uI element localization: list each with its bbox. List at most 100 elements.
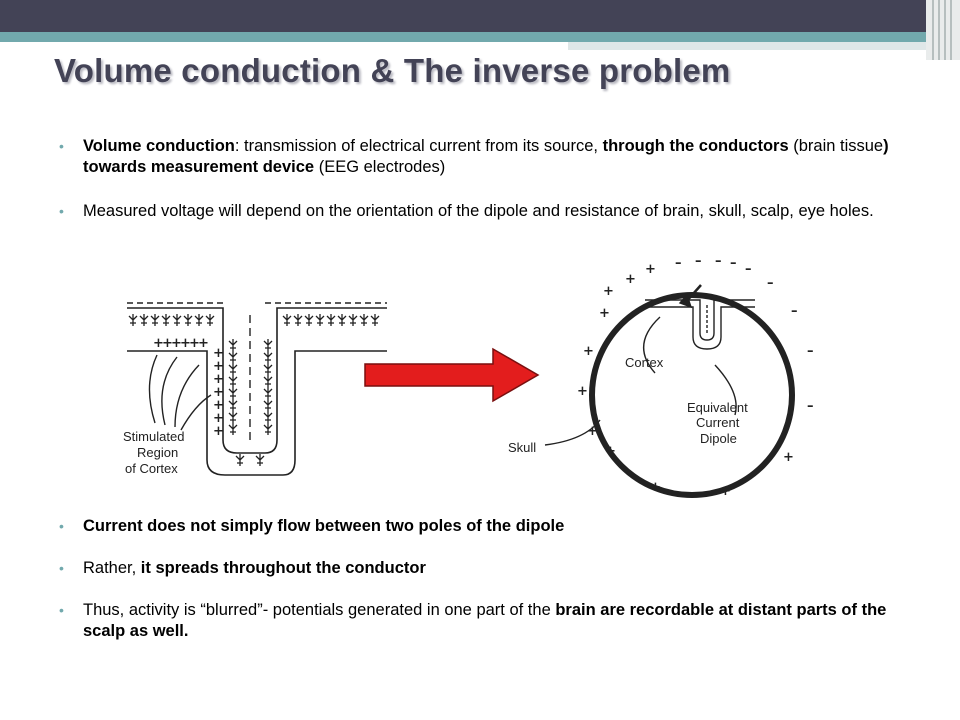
minus-sign: –: [767, 276, 774, 291]
minus-sign: –: [745, 262, 752, 277]
header-accent-line: [0, 32, 926, 42]
neuron-mark: [194, 314, 204, 326]
neuron-mark: [263, 351, 273, 363]
text-run: Thus, activity is “blurred”- potentials …: [83, 601, 556, 619]
bullet-list-bottom: Current does not simply flow between two…: [56, 516, 906, 663]
plus-sign: +: [650, 480, 661, 495]
neuron-mark: [172, 314, 182, 326]
minus-sign: –: [807, 344, 814, 359]
plus-sign: +: [213, 372, 224, 387]
skull-diagram: Cortex Equivalent Current Dipole Skull +…: [508, 254, 814, 499]
neuron-mark: [348, 314, 358, 326]
text-run: (brain tissue: [788, 137, 884, 155]
minus-sign: –: [675, 256, 682, 271]
figure-svg: +++++++++++++ Stimulated Region of Corte…: [123, 254, 814, 499]
label-cortex: Cortex: [625, 355, 664, 370]
header-accent-line-light: [568, 42, 926, 50]
plus-sign: +: [603, 284, 614, 299]
neuron-mark: [263, 411, 273, 423]
plus-sign: +: [198, 336, 209, 351]
neuron-mark: [139, 314, 149, 326]
label-region: Region: [137, 445, 178, 460]
plus-sign: +: [213, 411, 224, 426]
neuron-mark: [150, 314, 160, 326]
neuron-mark: [263, 339, 273, 351]
bullet-item: Measured voltage will depend on the orie…: [56, 201, 906, 222]
bullet-item: Volume conduction: transmission of elect…: [56, 136, 906, 178]
minus-sign: –: [695, 255, 702, 269]
text-run: ) towards measurement device: [83, 137, 889, 176]
neuron-mark: [255, 454, 265, 466]
text-run: (EEG electrodes): [314, 158, 446, 176]
minus-sign: –: [730, 256, 737, 271]
plus-sign: +: [625, 272, 636, 287]
neuron-mark: [263, 423, 273, 435]
text-run: Volume conduction: [83, 137, 235, 155]
skull-circle: [589, 292, 795, 498]
bullet-item: Current does not simply flow between two…: [56, 516, 906, 537]
minus-sign: –: [807, 399, 814, 414]
bullet-item: Rather, it spreads throughout the conduc…: [56, 558, 906, 579]
neuron-marks: [128, 314, 380, 466]
text-run: through the conductors: [602, 137, 789, 155]
neuron-mark: [337, 314, 347, 326]
neuron-mark: [228, 351, 238, 363]
slide-title: Volume conduction & The inverse problem: [54, 52, 731, 89]
neuron-mark: [304, 314, 314, 326]
plus-marks-left: +++++++++++++: [153, 336, 224, 439]
plus-sign: +: [213, 398, 224, 413]
neuron-mark: [228, 411, 238, 423]
plus-sign: +: [645, 262, 656, 277]
plus-sign: +: [213, 385, 224, 400]
neuron-mark: [228, 375, 238, 387]
plus-sign: +: [162, 336, 173, 351]
text-run: Current does not simply flow between two…: [83, 517, 565, 535]
neuron-mark: [228, 423, 238, 435]
charge-marks-right: +++++++++++–––––––––: [577, 254, 814, 499]
volume-conduction-figure: +++++++++++++ Stimulated Region of Corte…: [115, 254, 835, 500]
neuron-mark: [282, 314, 292, 326]
plus-sign: +: [189, 336, 200, 351]
label-dipole: Dipole: [700, 431, 737, 446]
label-of-cortex: of Cortex: [125, 461, 178, 476]
plus-sign: +: [583, 344, 594, 359]
header-bar: [0, 0, 926, 32]
cortex-inset: [544, 284, 755, 446]
label-equivalent: Equivalent: [687, 400, 748, 415]
plus-sign: +: [180, 336, 191, 351]
neuron-mark: [183, 314, 193, 326]
plus-sign: +: [783, 450, 794, 465]
label-current: Current: [696, 415, 740, 430]
plus-sign: +: [171, 336, 182, 351]
neuron-mark: [263, 375, 273, 387]
label-skull: Skull: [508, 440, 536, 455]
plus-sign: +: [213, 359, 224, 374]
transition-arrow: [364, 347, 540, 403]
neuron-mark: [326, 314, 336, 326]
text-run: Measured voltage will depend on the orie…: [83, 202, 874, 220]
plus-sign: +: [577, 384, 588, 399]
neuron-mark: [161, 314, 171, 326]
neuron-mark: [293, 314, 303, 326]
plus-sign: +: [213, 424, 224, 439]
plus-sign: +: [587, 424, 598, 439]
neuron-mark: [263, 387, 273, 399]
bullet-item: Thus, activity is “blurred”- potentials …: [56, 600, 906, 642]
neuron-mark: [228, 339, 238, 351]
plus-sign: +: [213, 346, 224, 361]
plus-sign: +: [605, 444, 616, 459]
bullet-list-top: Volume conduction: transmission of elect…: [56, 136, 906, 245]
neuron-mark: [205, 314, 215, 326]
neuron-mark: [359, 314, 369, 326]
neuron-mark: [370, 314, 380, 326]
neuron-mark: [263, 399, 273, 411]
neuron-mark: [128, 314, 138, 326]
minus-sign: –: [715, 255, 722, 269]
label-arrows: [148, 354, 212, 431]
cortex-fold-diagram: [127, 302, 387, 476]
header-stripes: [926, 0, 960, 60]
neuron-mark: [263, 363, 273, 375]
text-run: Rather,: [83, 559, 141, 577]
neuron-mark: [228, 363, 238, 375]
plus-sign: +: [720, 484, 731, 499]
